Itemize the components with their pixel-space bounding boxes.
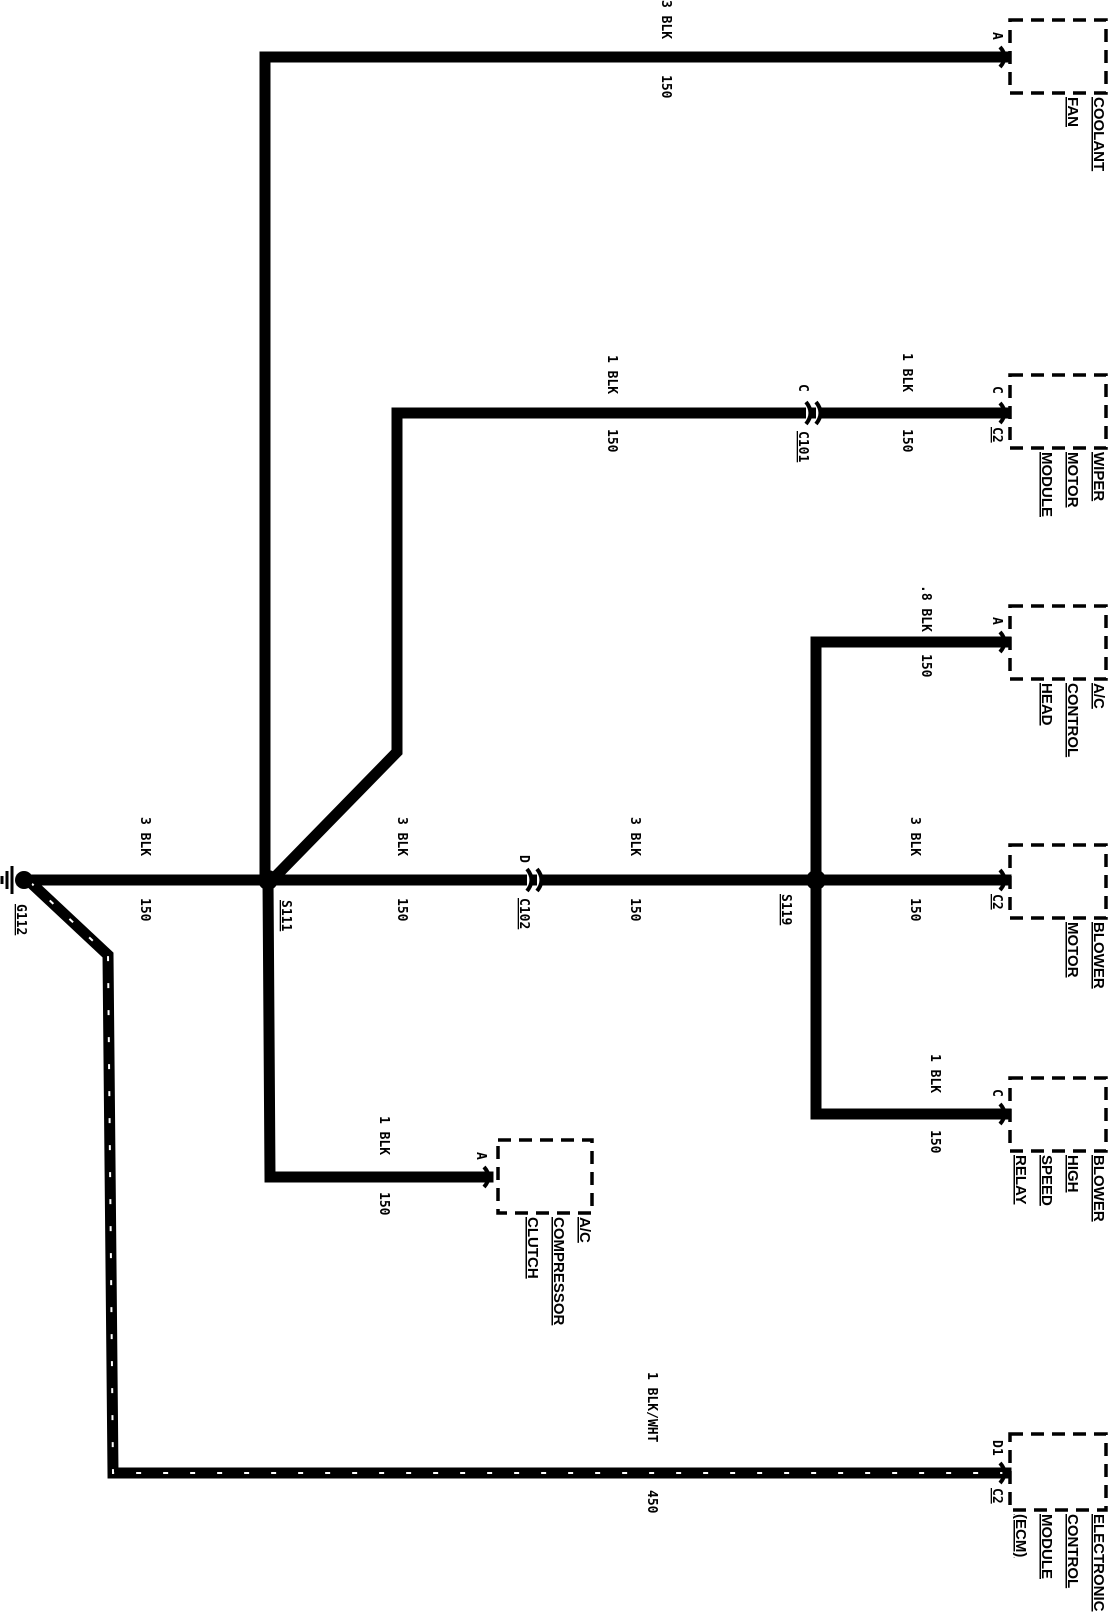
wire-ground-main-size: 3 BLK: [137, 817, 152, 856]
component-ac-clutch: [496, 1138, 594, 1215]
wire-wiper-branch-circuit: 150: [899, 429, 914, 453]
component-coolant-fan: [1008, 18, 1108, 95]
wire-ac-control-head: [810, 636, 1012, 886]
socket-ecm-icon: [998, 1461, 1007, 1485]
wire-coolant-fan-circuit: 150: [658, 75, 673, 99]
coolant-fan-pin: A: [989, 32, 1004, 40]
labels: 3 BLK 150 1 BLK 150 1 BLK 150 .8 BLK 150…: [13, 0, 1107, 1612]
wire-ecm-size: 1 BLK/WHT: [644, 1372, 659, 1443]
connector-c102-pin: D: [516, 855, 531, 863]
socket-blower-relay-icon: [998, 1102, 1007, 1126]
blower-motor-name-1: BLOWER: [1090, 922, 1107, 989]
ecm-connector: C2: [989, 1488, 1004, 1504]
wire-c102-s119-circuit: 150: [627, 898, 642, 922]
wire-ac-head-circuit: 150: [918, 654, 933, 678]
blower-relay-name-1: BLOWER: [1090, 1155, 1107, 1222]
connector-c102-label: C102: [516, 898, 531, 929]
blower-relay-name-3: SPEED: [1038, 1155, 1055, 1206]
coolant-fan-name-1: COOLANT: [1090, 97, 1107, 171]
wire-wiper-main: [264, 407, 816, 888]
wire-blower-relay: [810, 874, 1012, 1120]
ground-point: [15, 871, 33, 889]
wire-wiper-main-size: 1 BLK: [604, 355, 619, 394]
wire-ac-head-size: .8 BLK: [918, 585, 933, 632]
blower-motor-connector: C2: [989, 894, 1004, 910]
splice-s119-label: S119: [778, 894, 793, 925]
connector-c101-icon: [804, 400, 823, 426]
ground-symbol: [0, 866, 14, 894]
wiper-name-2: MOTOR: [1064, 452, 1081, 508]
wire-ecm-stripe: [29, 881, 1006, 1474]
blower-relay-name-4: RELAY: [1012, 1155, 1029, 1204]
splice-s119: [806, 870, 826, 890]
socket-ac-head-icon: [998, 630, 1007, 654]
socket-wiper-icon: [998, 401, 1007, 425]
wire-wiper-branch-size: 1 BLK: [899, 353, 914, 392]
component-wiper-module: [1008, 373, 1108, 450]
wire-blower-relay-size: 1 BLK: [927, 1054, 942, 1093]
ac-clutch-pin: A: [473, 1152, 488, 1160]
wire-s111-c102-circuit: 150: [394, 898, 409, 922]
socket-ac-clutch-icon: [482, 1165, 491, 1189]
coolant-fan-name-2: FAN: [1064, 97, 1081, 127]
wire-blower-motor-circuit: 150: [907, 898, 922, 922]
wiper-pin: C: [989, 386, 1004, 394]
wire-ecm: [22, 874, 1012, 1479]
component-ecm: [1008, 1432, 1108, 1512]
ground-label: G112: [13, 904, 28, 935]
wire-ground-main-circuit: 150: [137, 898, 152, 922]
wiper-name-1: WIPER: [1090, 452, 1107, 501]
splice-s111: [258, 870, 278, 890]
splice-s111-label: S111: [278, 900, 293, 931]
wiper-name-3: MODULE: [1038, 452, 1055, 517]
ac-clutch-name-2: COMPRESSOR: [550, 1217, 567, 1326]
socket-blower-motor-icon: [998, 868, 1007, 892]
wire-blower-relay-circuit: 150: [927, 1130, 942, 1154]
ecm-name-3: MODULE: [1038, 1514, 1055, 1579]
ac-head-name-3: HEAD: [1038, 683, 1055, 726]
ac-head-name-1: A/C: [1090, 683, 1107, 709]
blower-relay-name-2: HIGH: [1064, 1155, 1081, 1193]
blower-relay-pin: C: [989, 1089, 1004, 1097]
ecm-name-1: ELECTRONIC: [1090, 1514, 1107, 1612]
wire-coolant-fan-size: 3 BLK: [658, 0, 673, 39]
socket-coolant-fan-icon: [998, 45, 1007, 69]
component-ac-control-head: [1008, 604, 1108, 681]
wire-c102-s119-size: 3 BLK: [627, 817, 642, 856]
ac-clutch-name-1: A/C: [576, 1217, 593, 1243]
wire-ac-clutch-size: 1 BLK: [376, 1116, 391, 1155]
wire-wiper-main-circuit: 150: [604, 429, 619, 453]
connector-c102-icon: [525, 867, 544, 893]
ecm-name-4: (ECM): [1012, 1514, 1029, 1557]
pin-sockets: [482, 45, 1007, 1485]
wire-s111-c102-size: 3 BLK: [394, 817, 409, 856]
component-blower-relay: [1008, 1076, 1108, 1153]
ac-head-name-2: CONTROL: [1064, 683, 1081, 757]
wire-coolant-fan: [259, 51, 1012, 886]
wire-ecm-circuit: 450: [644, 1490, 659, 1514]
wiper-connector: C2: [989, 427, 1004, 443]
blower-motor-name-2: MOTOR: [1064, 922, 1081, 978]
wire-ac-clutch-circuit: 150: [376, 1192, 391, 1216]
component-blower-motor: [1008, 843, 1108, 920]
connector-c101-label: C101: [795, 431, 810, 462]
ac-head-pin: A: [989, 617, 1004, 625]
ac-clutch-name-3: CLUTCH: [524, 1217, 541, 1279]
connector-c101-pin: C: [795, 384, 810, 392]
wire-ac-clutch: [262, 874, 494, 1183]
wire-blower-motor-size: 3 BLK: [907, 817, 922, 856]
ecm-pin: D1: [989, 1440, 1004, 1456]
ecm-name-2: CONTROL: [1064, 1514, 1081, 1588]
